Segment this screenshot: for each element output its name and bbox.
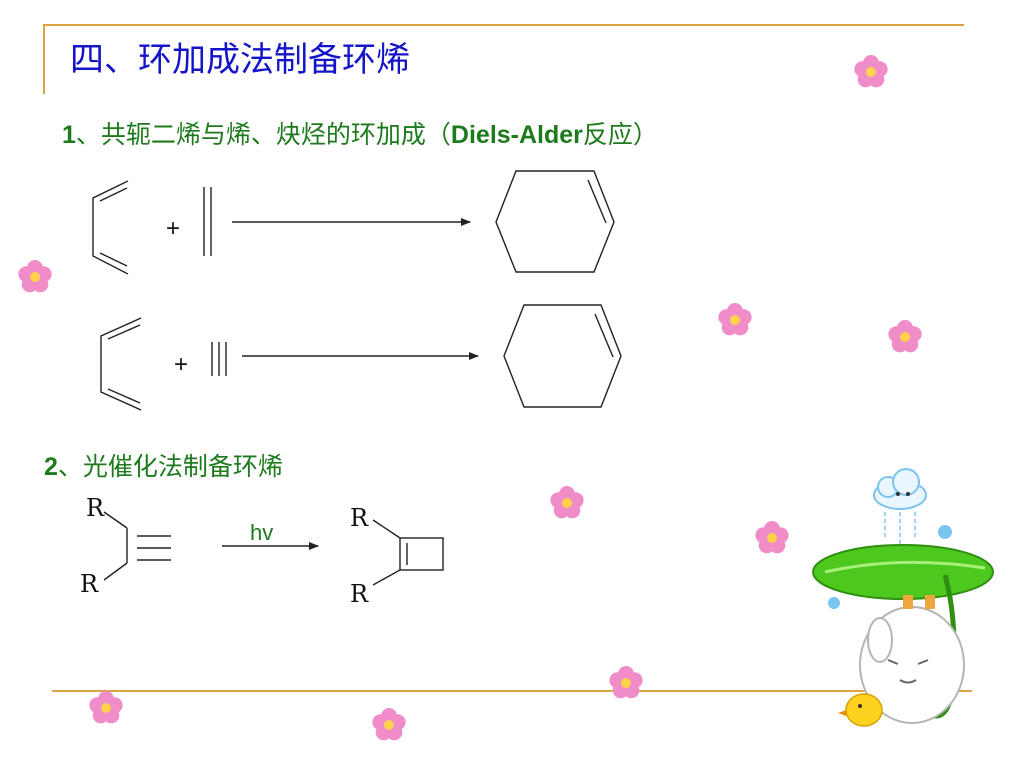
section-1-text-a: 、共轭二烯与烯、炔烃的环加成（ bbox=[75, 120, 451, 149]
flower-icon bbox=[372, 708, 406, 741]
cyclohexadiene-product bbox=[503, 304, 622, 408]
r-label-1: R bbox=[86, 494, 105, 522]
plus-sign-1: + bbox=[166, 215, 180, 242]
r-label-4: R bbox=[350, 580, 369, 608]
section-1-heading: 1、共轭二烯与烯、炔烃的环加成（Diels-Alder反应） bbox=[62, 115, 658, 151]
alkyne-structure bbox=[211, 342, 227, 376]
flower-icon bbox=[755, 521, 789, 554]
section-2-heading: 2、光催化法制备环烯 bbox=[44, 447, 283, 483]
reaction-diene-alkene: + bbox=[92, 170, 615, 275]
cyclobutene-product: R R bbox=[350, 504, 444, 608]
cloud-icon bbox=[873, 468, 927, 545]
bunny-with-leaf-umbrella-icon bbox=[812, 468, 994, 727]
r-label-3: R bbox=[350, 504, 369, 532]
reaction-diene-alkyne: + bbox=[100, 304, 622, 411]
bottom-rule bbox=[52, 690, 972, 692]
chick-icon bbox=[838, 693, 883, 727]
hv-label: hv bbox=[250, 520, 273, 545]
flower-icon bbox=[718, 303, 752, 336]
section-1-text-bold: Diels-Alder bbox=[450, 121, 583, 149]
flower-icon bbox=[89, 691, 123, 724]
substituted-alkene-structure: R R bbox=[80, 494, 171, 598]
alkene-structure bbox=[203, 187, 212, 256]
flower-icon bbox=[550, 486, 584, 519]
cyclohexene-product-1 bbox=[495, 170, 615, 273]
left-rule bbox=[43, 24, 45, 94]
r-label-2: R bbox=[80, 570, 99, 598]
flower-icon bbox=[854, 55, 888, 88]
section-1-number: 1 bbox=[62, 121, 76, 149]
section-1-text-b: 反应） bbox=[582, 120, 658, 149]
slide-title: 四、环加成法制备环烯 bbox=[70, 40, 410, 80]
section-2-number: 2 bbox=[44, 453, 58, 481]
top-rule bbox=[44, 24, 964, 26]
diene-structure-2 bbox=[100, 317, 142, 411]
diene-structure bbox=[92, 180, 129, 275]
flower-icon bbox=[18, 260, 52, 293]
reaction-photocatalytic: R R hv R R bbox=[80, 494, 444, 608]
flower-icon bbox=[888, 320, 922, 353]
flower-icon bbox=[609, 666, 643, 699]
section-2-text: 、光催化法制备环烯 bbox=[57, 452, 283, 481]
plus-sign-2: + bbox=[174, 351, 188, 378]
